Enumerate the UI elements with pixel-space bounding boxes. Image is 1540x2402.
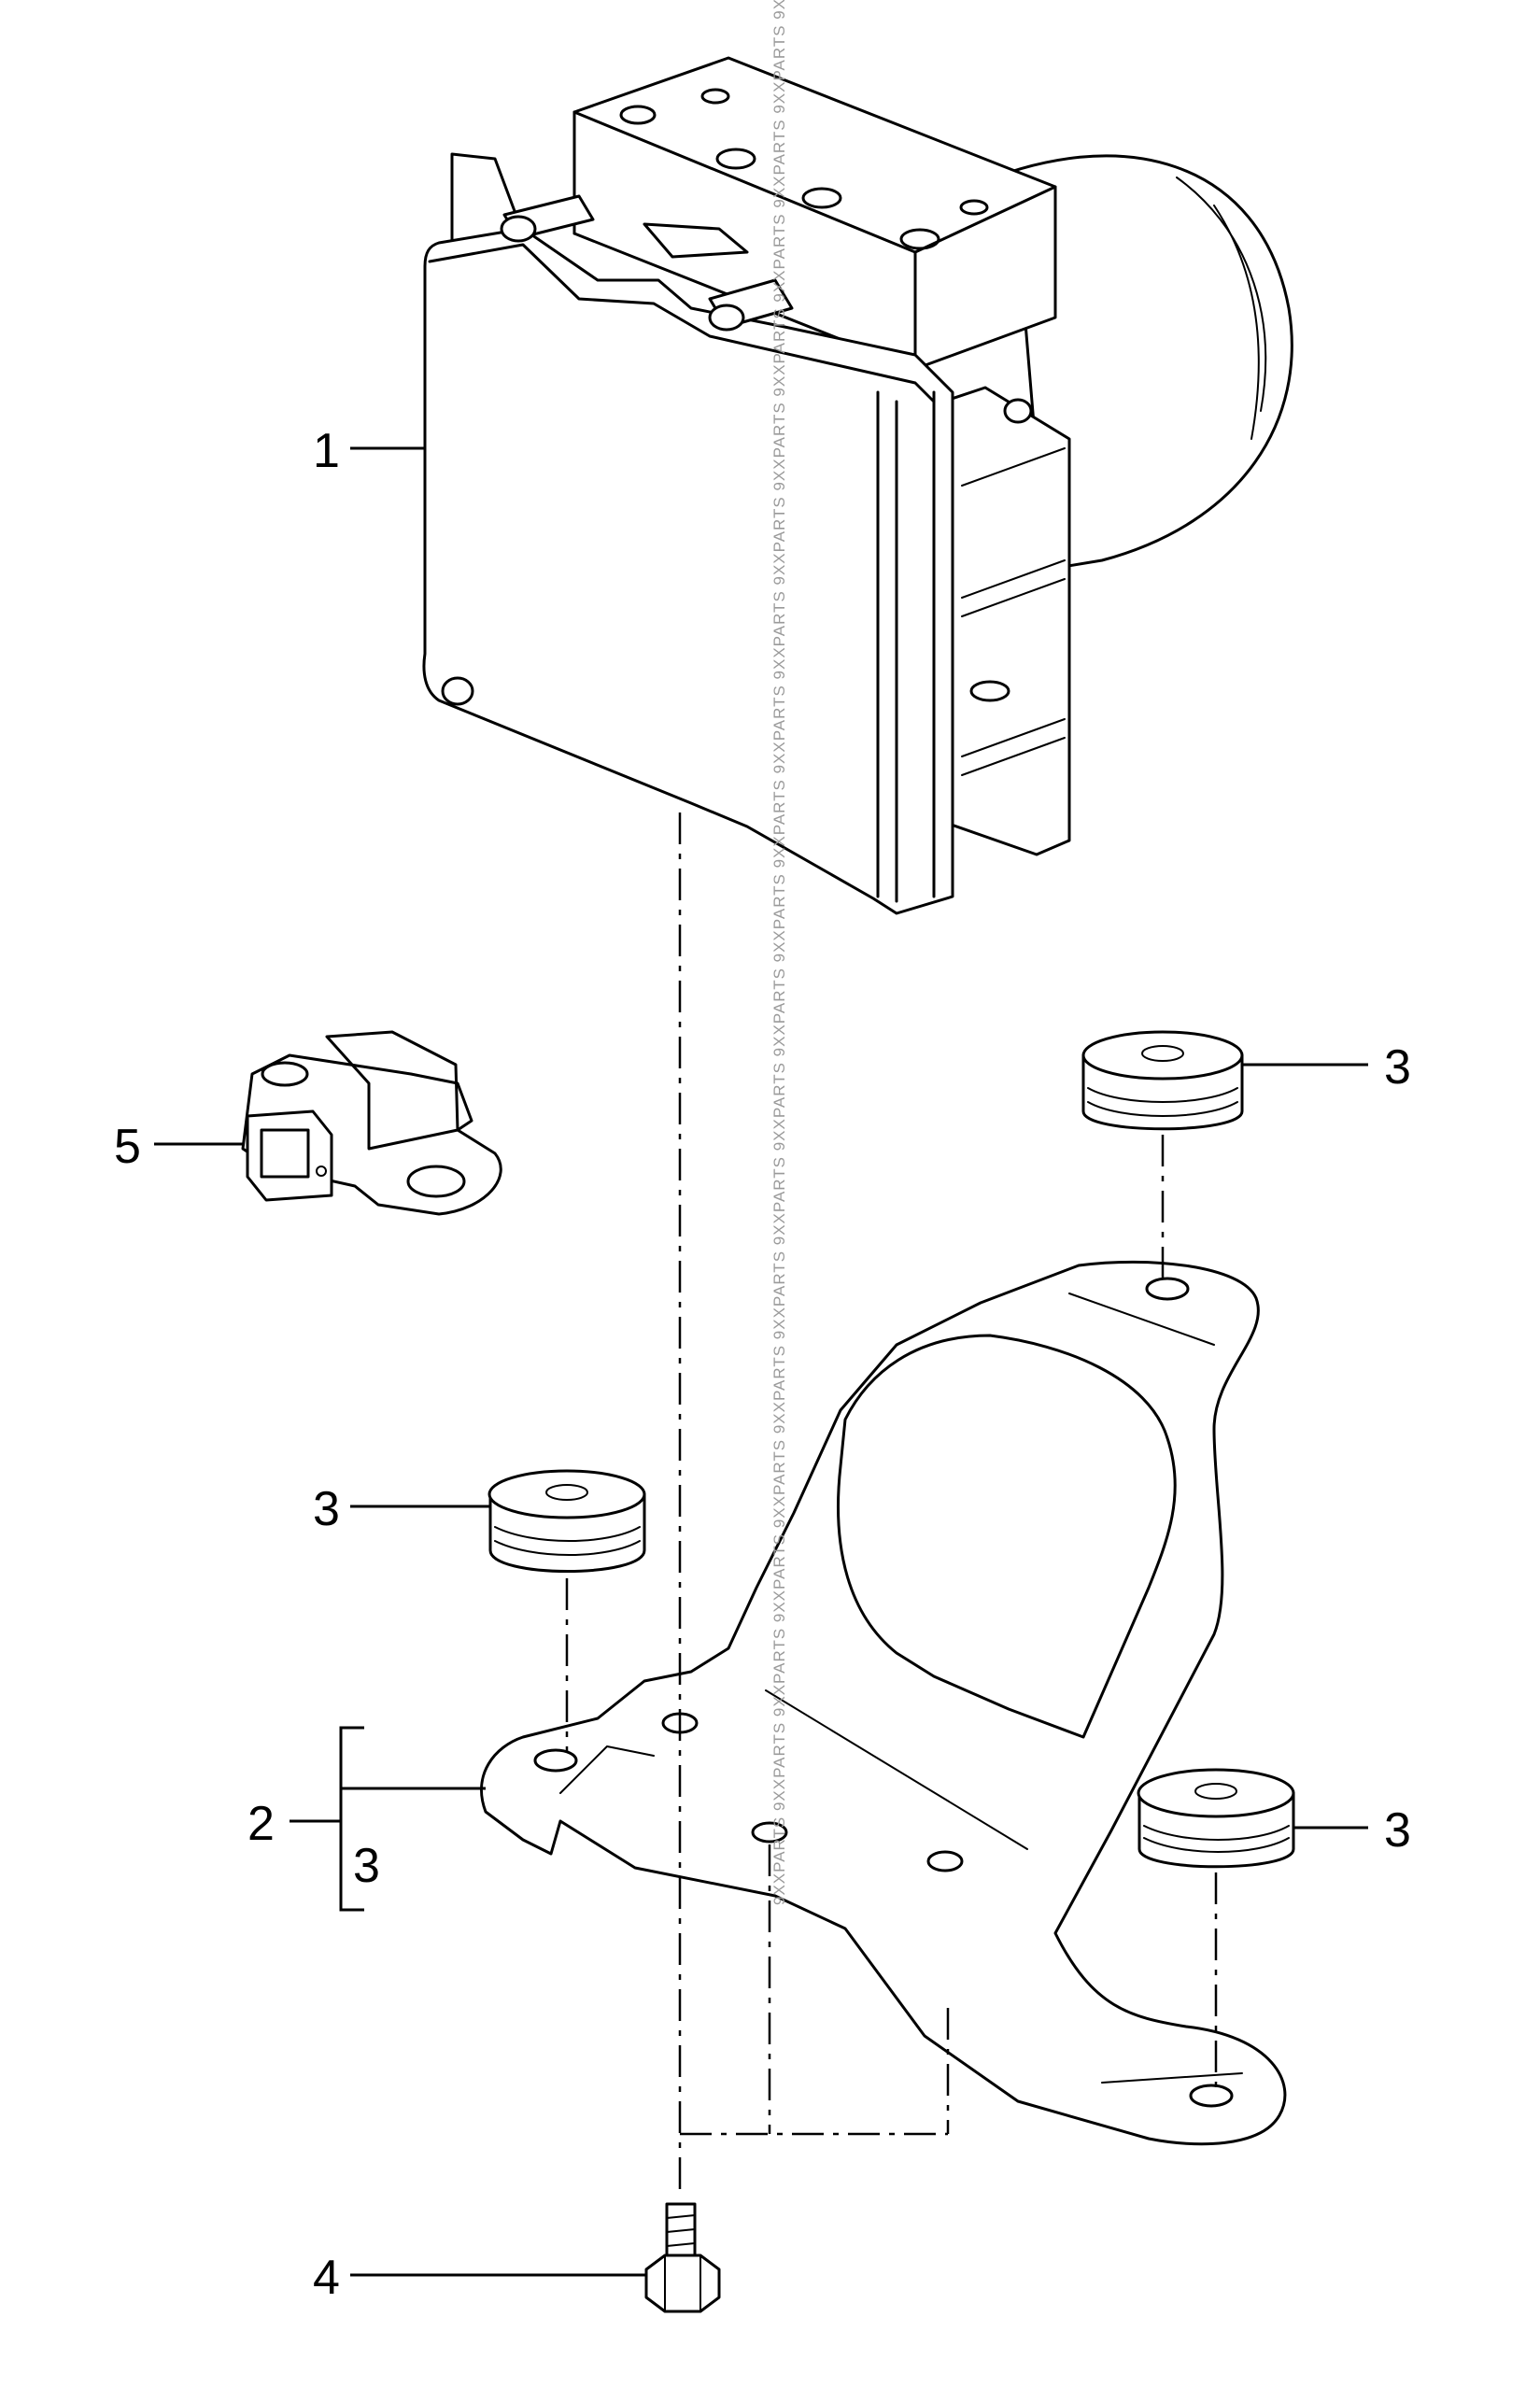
- callout-1: 1: [313, 424, 340, 478]
- callout-2-includes-3: 3: [353, 1839, 380, 1893]
- callout-labels: 1 5 3 3 2 3 3 4: [114, 424, 1411, 2305]
- leader-lines: [154, 446, 1368, 2277]
- assembly-lines: [565, 812, 1218, 2190]
- rubber-mount-3b: [487, 1469, 646, 1573]
- callout-5: 5: [114, 1120, 141, 1174]
- callout-4: 4: [313, 2251, 340, 2305]
- rubber-mount-3a: [1081, 1030, 1244, 1131]
- callout-2: 2: [247, 1797, 275, 1851]
- sensor-part-5: [241, 1030, 502, 1216]
- callout-3-top-right: 3: [1384, 1040, 1411, 1095]
- rubber-mount-3c: [1137, 1768, 1295, 1869]
- callout-3-bottom-right: 3: [1384, 1803, 1411, 1858]
- hydraulic-unit-part-1: [422, 56, 1293, 915]
- bolt-part-4: [644, 2202, 721, 2313]
- watermark: 9XXPARTS 9XXPARTS 9XXPARTS 9XXPARTS 9XXP…: [770, 0, 788, 1905]
- callout-3-left: 3: [313, 1482, 340, 1536]
- bracket-part-2: [480, 1260, 1287, 2146]
